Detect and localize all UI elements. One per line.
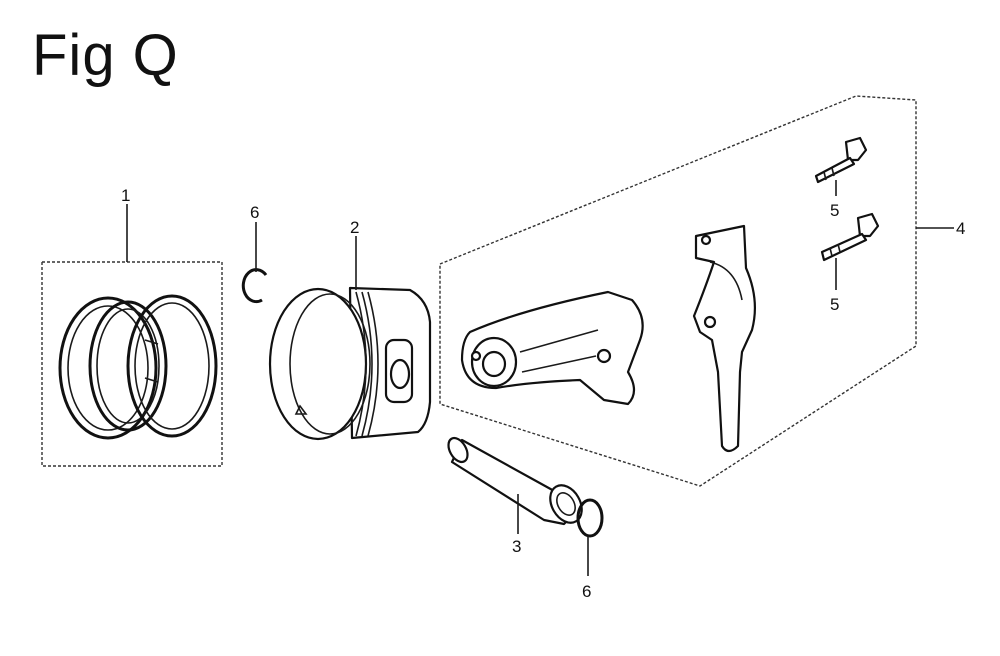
callout-2: 2 xyxy=(350,218,359,237)
rod-bolt-upper xyxy=(814,136,868,184)
ring-2 xyxy=(88,300,168,432)
rod-cap xyxy=(692,224,756,453)
callout-6-upper: 6 xyxy=(250,203,259,222)
piston-ring-set xyxy=(41,261,223,467)
piston-pin xyxy=(447,436,583,526)
callout-1: 1 xyxy=(121,186,130,205)
clip-lower xyxy=(576,498,604,538)
rod-bolt-lower xyxy=(820,212,880,262)
callout-6-lower: 6 xyxy=(582,582,591,601)
callout-4: 4 xyxy=(956,219,965,238)
callout-3: 3 xyxy=(512,537,521,556)
clip-upper xyxy=(241,268,268,304)
rod-assembly-box xyxy=(439,95,917,487)
ring-3 xyxy=(126,294,218,438)
ring-1 xyxy=(58,296,158,440)
callout-5-lower: 5 xyxy=(830,295,839,314)
piston xyxy=(268,286,432,441)
figure-title: Fig Q xyxy=(32,23,179,88)
ring-set-box xyxy=(41,261,223,467)
connecting-rod xyxy=(460,290,644,406)
callout-5-upper: 5 xyxy=(830,201,839,220)
